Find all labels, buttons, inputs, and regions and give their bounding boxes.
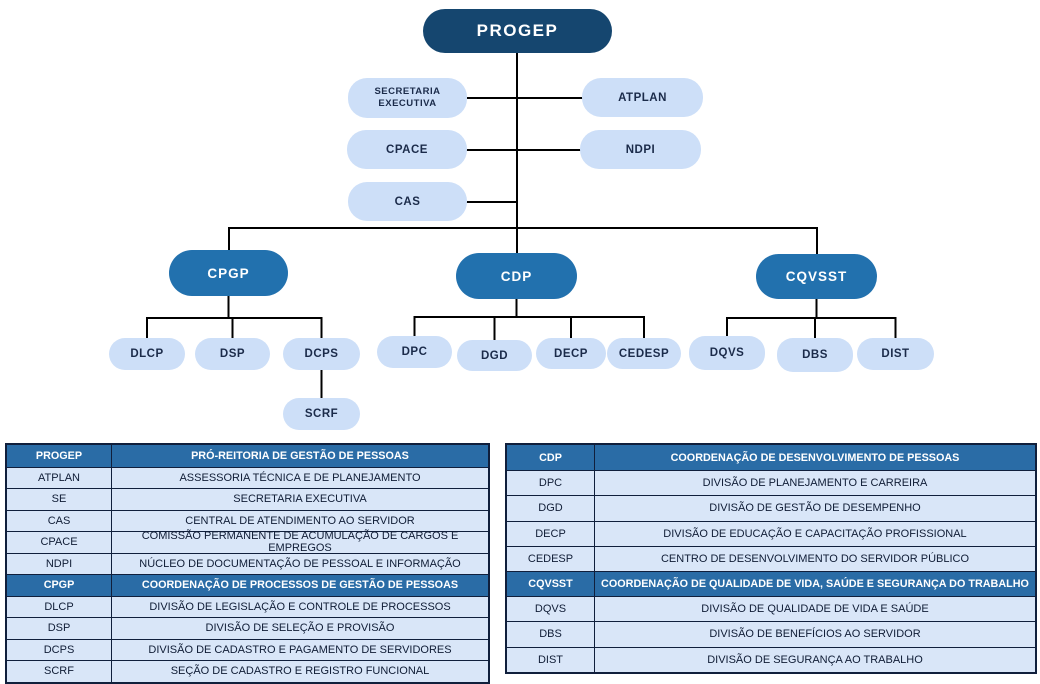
- row-code: CQVSST: [507, 571, 595, 597]
- row-desc: DIVISÃO DE BENEFÍCIOS AO SERVIDOR: [709, 628, 921, 641]
- org-node-cas: CAS: [348, 182, 467, 221]
- row-desc: CENTRAL DE ATENDIMENTO AO SERVIDOR: [185, 514, 415, 527]
- row-desc: DIVISÃO DE GESTÃO DE DESEMPENHO: [709, 502, 921, 515]
- table-row: DQVS DIVISÃO DE QUALIDADE DE VIDA E SAÚD…: [507, 596, 1035, 622]
- table-row: SCRF SEÇÃO DE CADASTRO E REGISTRO FUNCIO…: [7, 660, 488, 682]
- row-code: DPC: [507, 471, 595, 496]
- table-row: DBS DIVISÃO DE BENEFÍCIOS AO SERVIDOR: [507, 621, 1035, 647]
- row-code: PROGEP: [7, 445, 112, 467]
- row-desc: DIVISÃO DE EDUCAÇÃO E CAPACITAÇÃO PROFIS…: [663, 527, 967, 540]
- legend-table-cdp-cqvsst: CDP COORDENAÇÃO DE DESENVOLVIMENTO DE PE…: [505, 443, 1037, 674]
- row-desc: CENTRO DE DESENVOLVIMENTO DO SERVIDOR PÚ…: [660, 552, 970, 565]
- table-row: DPC DIVISÃO DE PLANEJAMENTO E CARREIRA: [507, 470, 1035, 496]
- row-code: SCRF: [7, 661, 112, 682]
- org-node-progep: PROGEP: [423, 9, 612, 53]
- row-code: DGD: [507, 496, 595, 521]
- table-row: DCPS DIVISÃO DE CADASTRO E PAGAMENTO DE …: [7, 638, 488, 660]
- row-desc: COORDENAÇÃO DE PROCESSOS DE GESTÃO DE PE…: [141, 579, 459, 592]
- row-code: DLCP: [7, 596, 112, 617]
- row-code: CPACE: [7, 532, 112, 553]
- table-row: CDP COORDENAÇÃO DE DESENVOLVIMENTO DE PE…: [507, 445, 1035, 471]
- org-node-cedesp: CEDESP: [607, 338, 681, 369]
- row-desc: SEÇÃO DE CADASTRO E REGISTRO FUNCIONAL: [170, 665, 430, 678]
- org-node-dcps: DCPS: [283, 338, 360, 370]
- row-code: DIST: [507, 647, 595, 672]
- table-row: CQVSST COORDENAÇÃO DE QUALIDADE DE VIDA,…: [507, 570, 1035, 597]
- row-desc: COMISSÃO PERMANENTE DE ACUMULAÇÃO DE CAR…: [141, 530, 459, 555]
- table-row: PROGEP PRÓ-REITORIA DE GESTÃO DE PESSOAS: [7, 445, 488, 467]
- connector-lines: [146, 52, 897, 399]
- row-desc: COORDENAÇÃO DE QUALIDADE DE VIDA, SAÚDE …: [601, 578, 1029, 591]
- org-chart: PROGEP SECRETARIA EXECUTIVA ATPLAN CPACE…: [109, 9, 934, 430]
- row-desc: DIVISÃO DE PLANEJAMENTO E CARREIRA: [702, 477, 928, 490]
- org-node-dgd: DGD: [457, 340, 532, 371]
- org-node-dqvs: DQVS: [689, 336, 765, 370]
- org-node-dist: DIST: [857, 338, 934, 370]
- row-code: CPGP: [7, 575, 112, 596]
- row-desc: DIVISÃO DE CADASTRO E PAGAMENTO DE SERVI…: [148, 643, 452, 656]
- row-code: SE: [7, 489, 112, 510]
- row-desc: DIVISÃO DE SELEÇÃO E PROVISÃO: [205, 622, 395, 635]
- table-row: CAS CENTRAL DE ATENDIMENTO AO SERVIDOR: [7, 509, 488, 531]
- table-row: DIST DIVISÃO DE SEGURANÇA AO TRABALHO: [507, 646, 1035, 672]
- org-node-cpgp: CPGP: [169, 250, 288, 296]
- table-row: DECP DIVISÃO DE EDUCAÇÃO E CAPACITAÇÃO P…: [507, 520, 1035, 546]
- row-code: DCPS: [7, 639, 112, 660]
- row-desc: ASSESSORIA TÉCNICA E DE PLANEJAMENTO: [179, 471, 421, 484]
- org-node-dpc: DPC: [377, 336, 452, 368]
- table-row: DSP DIVISÃO DE SELEÇÃO E PROVISÃO: [7, 617, 488, 639]
- row-code: CEDESP: [507, 546, 595, 571]
- table-row: NDPI NÚCLEO DE DOCUMENTAÇÃO DE PESSOAL E…: [7, 552, 488, 574]
- org-node-secretaria-executiva: SECRETARIA EXECUTIVA: [348, 78, 467, 118]
- row-code: CAS: [7, 510, 112, 531]
- row-code: ATPLAN: [7, 467, 112, 488]
- org-node-dbs: DBS: [777, 338, 853, 372]
- org-node-cdp: CDP: [456, 253, 577, 299]
- row-desc: PRÓ-REITORIA DE GESTÃO DE PESSOAS: [191, 449, 409, 462]
- table-row: CPACE COMISSÃO PERMANENTE DE ACUMULAÇÃO …: [7, 530, 488, 555]
- org-node-dsp: DSP: [195, 338, 270, 370]
- table-row: ATPLAN ASSESSORIA TÉCNICA E DE PLANEJAME…: [7, 466, 488, 488]
- row-code: CDP: [507, 445, 595, 471]
- row-code: DBS: [507, 622, 595, 647]
- table-row: CEDESP CENTRO DE DESENVOLVIMENTO DO SERV…: [507, 545, 1035, 571]
- row-code: DQVS: [507, 597, 595, 622]
- table-row: CPGP COORDENAÇÃO DE PROCESSOS DE GESTÃO …: [7, 574, 488, 596]
- legend-table-progep: PROGEP PRÓ-REITORIA DE GESTÃO DE PESSOAS…: [5, 443, 490, 684]
- table-row: DGD DIVISÃO DE GESTÃO DE DESEMPENHO: [507, 495, 1035, 521]
- row-desc: COORDENAÇÃO DE DESENVOLVIMENTO DE PESSOA…: [670, 451, 960, 464]
- row-desc: SECRETARIA EXECUTIVA: [233, 493, 367, 506]
- table-row: DLCP DIVISÃO DE LEGISLAÇÃO E CONTROLE DE…: [7, 595, 488, 617]
- row-code: NDPI: [7, 553, 112, 574]
- row-desc: NÚCLEO DE DOCUMENTAÇÃO DE PESSOAL E INFO…: [139, 557, 461, 570]
- org-node-decp: DECP: [536, 338, 606, 369]
- org-node-atplan: ATPLAN: [582, 78, 703, 117]
- org-node-dlcp: DLCP: [109, 338, 185, 370]
- row-code: DECP: [507, 521, 595, 546]
- table-row: SE SECRETARIA EXECUTIVA: [7, 488, 488, 510]
- row-desc: DIVISÃO DE SEGURANÇA AO TRABALHO: [707, 653, 923, 666]
- row-code: DSP: [7, 618, 112, 639]
- row-desc: DIVISÃO DE QUALIDADE DE VIDA E SAÚDE: [701, 603, 929, 616]
- org-node-cqvsst: CQVSST: [756, 254, 877, 299]
- org-node-ndpi: NDPI: [580, 130, 701, 169]
- org-node-scrf: SCRF: [283, 398, 360, 430]
- row-desc: DIVISÃO DE LEGISLAÇÃO E CONTROLE DE PROC…: [149, 600, 451, 613]
- org-node-cpace: CPACE: [347, 130, 467, 169]
